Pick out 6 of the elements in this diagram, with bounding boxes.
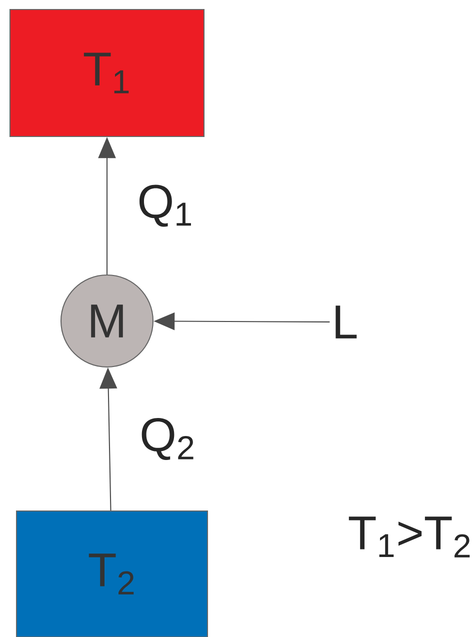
node-text: L <box>336 306 357 338</box>
edge-label: Q$_{1}$ <box>140 184 191 227</box>
process-box: T$_{2}$ <box>16 510 208 637</box>
process-box: T$_{1}$ <box>9 8 205 138</box>
condition-label: T$_{1}$>T$_{2}$ <box>348 516 470 558</box>
edge-label: Q$_{2}$ <box>142 418 194 460</box>
